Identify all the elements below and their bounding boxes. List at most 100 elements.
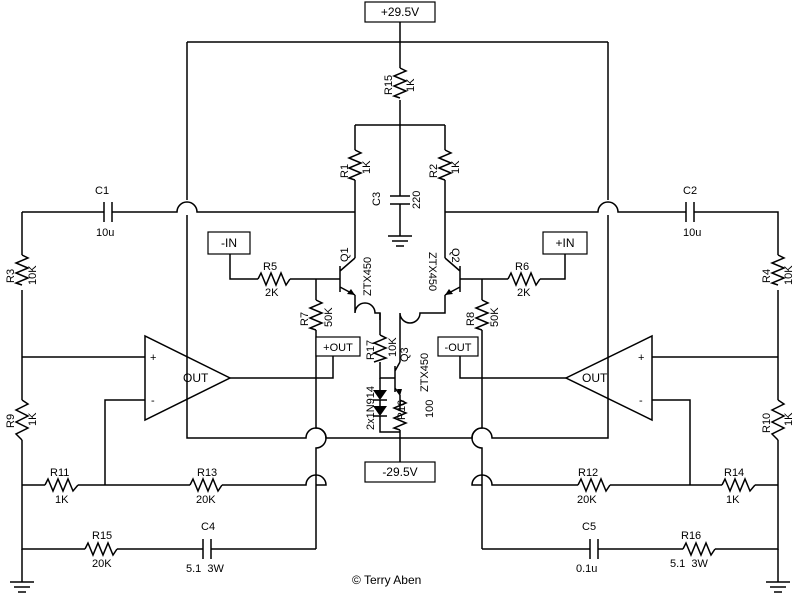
q3-ref: Q3 (399, 347, 411, 362)
r3-value: 10K (27, 265, 39, 285)
opamp-right-plus: + (638, 352, 644, 364)
transistors (339, 257, 461, 396)
r16-mid-zigzag (391, 399, 408, 431)
r10-ref: R10 (761, 413, 773, 433)
r5-value: 2K (265, 287, 279, 299)
ground-c3 (388, 235, 412, 247)
r15-top-value: 1K (405, 78, 417, 92)
r12-ref: R12 (578, 467, 598, 479)
wires (21, 22, 779, 582)
r5-zigzag (257, 271, 291, 287)
r16-mid-value: 100 (424, 400, 436, 418)
c4-plates (200, 539, 213, 559)
opamp-left-plus: + (150, 352, 156, 364)
r4-value: 10K (783, 265, 795, 285)
vminus-box (364, 461, 436, 483)
r11-ref: R11 (50, 467, 69, 479)
c2-ref: C2 (683, 185, 697, 197)
r13-value: 20K (196, 494, 216, 506)
r16-bot-ref: R16 (681, 530, 701, 542)
opamp-right-minus: - (639, 395, 643, 407)
r16-bot-zigzag (682, 541, 716, 557)
c4-ref: C4 (201, 521, 215, 533)
r2-ref: R2 (428, 164, 440, 178)
r12-zigzag (577, 477, 611, 493)
q3-symbol (394, 361, 402, 396)
opamp-right-out: OUT (582, 371, 608, 385)
q2-ref: Q2 (449, 248, 461, 263)
c3-value: 220 (411, 191, 423, 209)
r3-zigzag (13, 254, 30, 286)
out-pos-box (315, 336, 361, 357)
ground-left (10, 581, 34, 593)
r16-bot-value: 5.1 3W (670, 558, 709, 570)
c1-plates (98, 202, 118, 222)
r6-zigzag (507, 271, 541, 287)
r8-zigzag (473, 299, 490, 331)
rotated-labels: R15 1K R1 1K R2 1K C3 220 R3 10K R4 10K … (5, 75, 795, 433)
opamps (144, 334, 653, 422)
component-labels: C1 10u C2 10u R5 2K R6 2K R11 1K R13 20K… (50, 185, 744, 575)
r14-ref: R14 (724, 467, 744, 479)
r14-zigzag (721, 477, 756, 493)
r4-ref: R4 (761, 269, 773, 283)
in-neg-box (207, 231, 251, 255)
r7-zigzag (307, 299, 324, 331)
r14-value: 1K (726, 494, 740, 506)
r10-value: 1K (783, 412, 795, 426)
r10-zigzag (770, 399, 786, 441)
r5-ref: R5 (263, 261, 277, 273)
r15-bot-value: 20K (92, 558, 112, 570)
r15-top-zigzag (391, 67, 408, 99)
r8-value: 50K (489, 307, 501, 327)
r6-ref: R6 (515, 261, 529, 273)
c4-value: 5.1 3W (186, 563, 225, 575)
in-pos-label: +IN (555, 236, 574, 250)
capacitors (98, 190, 700, 559)
opamp-left-out: OUT (183, 371, 209, 385)
r12-value: 20K (577, 494, 597, 506)
r4-zigzag (769, 254, 786, 286)
c1-ref: C1 (95, 185, 109, 197)
out-neg-label: -OUT (445, 342, 472, 354)
vplus-box (364, 1, 436, 23)
port-boxes: +29.5V -29.5V -IN +IN +OUT -OUT (207, 1, 588, 483)
r2-zigzag (436, 149, 453, 181)
r9-ref: R9 (5, 414, 17, 428)
opamp-labels: OUT OUT + - + - (150, 352, 644, 407)
r15-bot-ref: R15 (92, 530, 112, 542)
r9-value: 1K (27, 412, 39, 426)
diode-value: 2x1N914 (365, 386, 377, 430)
r13-ref: R13 (197, 467, 217, 479)
r7-value: 50K (323, 307, 335, 327)
credit-text: © Terry Aben (352, 573, 421, 587)
r2-value: 1K (450, 160, 462, 174)
r13-zigzag (189, 477, 223, 493)
c5-ref: C5 (582, 521, 596, 533)
r7-ref: R7 (299, 312, 311, 326)
c3-plates (390, 190, 410, 210)
vplus-label: +29.5V (381, 5, 419, 19)
out-neg-box (437, 336, 479, 357)
q1-symbol (339, 257, 356, 296)
c5-value: 0.1u (576, 563, 597, 575)
q3-value: ZTX450 (419, 353, 431, 392)
r11-zigzag (44, 477, 79, 493)
r1-value: 1K (361, 160, 373, 174)
r11-value: 1K (55, 494, 69, 506)
r6-value: 2K (517, 287, 531, 299)
r9-zigzag (14, 399, 30, 441)
vminus-label: -29.5V (382, 465, 417, 479)
r15-top-ref: R15 (383, 75, 395, 95)
c2-value: 10u (683, 227, 701, 239)
q2-symbol (444, 257, 461, 296)
q1-ref: Q1 (339, 247, 351, 262)
diodes (373, 388, 387, 422)
r1-zigzag (346, 149, 363, 181)
q2-value: ZTX450 (426, 252, 438, 291)
r17-ref: R17 (365, 340, 377, 360)
r3-ref: R3 (5, 269, 17, 283)
c3-ref: C3 (371, 192, 383, 206)
